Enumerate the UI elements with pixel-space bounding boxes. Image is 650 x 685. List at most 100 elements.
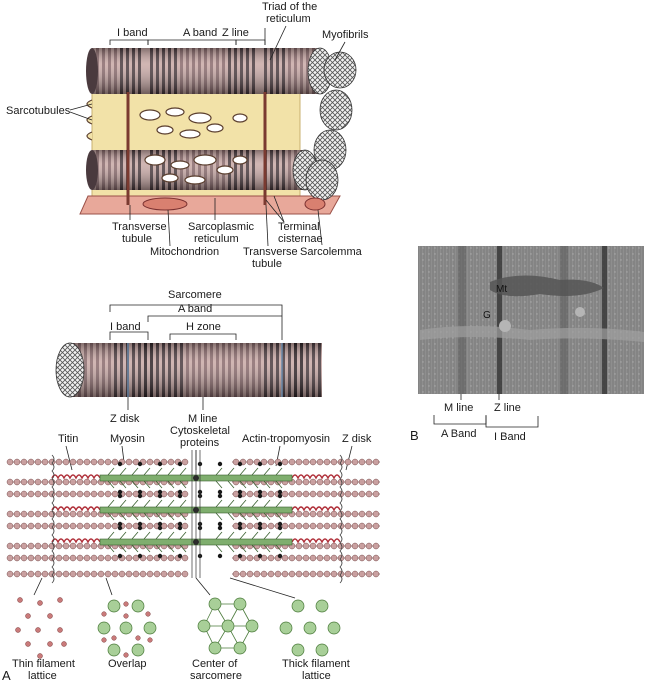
label-transverse-b2: tubule <box>252 258 282 270</box>
myofibril-cross-section <box>305 159 339 201</box>
label-i-band-micro: I Band <box>494 431 526 443</box>
label-thin-1: Thin filament <box>12 658 75 670</box>
label-sarcolemma: Sarcolemma <box>300 246 363 258</box>
sarcomere-cylinder-body <box>55 342 322 398</box>
thick-filament-dot <box>119 621 133 635</box>
label-center-1: Center of <box>192 658 238 670</box>
filament-schematic <box>6 450 380 584</box>
label-mitochondrion: Mitochondrion <box>150 246 219 258</box>
thin-filament-dot <box>57 597 63 603</box>
thin-filament-dot <box>123 652 129 658</box>
titin-spring <box>51 474 101 480</box>
label-thick-1: Thick filament <box>282 658 350 670</box>
thick-filament-dot <box>197 619 211 633</box>
label-terminal-2: cisternae <box>278 233 323 245</box>
thick-filament-dot <box>208 597 222 611</box>
overlap-lattice <box>97 599 157 658</box>
actin-filament <box>6 554 380 562</box>
label-a-band-micro: A Band <box>441 428 476 440</box>
label-m-line: M line <box>188 413 217 425</box>
thick-filament-dot <box>303 621 317 635</box>
thin-filament-dot <box>101 611 107 617</box>
label-cyto-1: Cytoskeletal <box>170 425 230 437</box>
label-g: G <box>483 310 491 321</box>
myofibril-top <box>86 47 333 95</box>
label-z-disk-mid: Z disk <box>110 413 140 425</box>
label-terminal-1: Terminal <box>278 221 320 233</box>
thin-filament-dot <box>123 601 129 607</box>
label-transverse-2: tubule <box>122 233 152 245</box>
label-z-line-micro: Z line <box>494 402 521 414</box>
lattice-cross-sections <box>15 597 341 659</box>
thin-filament-dot <box>135 635 141 641</box>
z-disk-wave <box>51 454 55 584</box>
thin-filament-dot <box>61 641 67 647</box>
label-transverse-b1: Transverse <box>243 246 298 258</box>
label-overlap: Overlap <box>108 658 147 670</box>
thick-filament-dot <box>143 621 157 635</box>
titin-spring <box>291 506 341 512</box>
thin-filament-dot <box>147 637 153 643</box>
thin-filament-dot <box>37 600 43 606</box>
center-lattice <box>197 597 259 655</box>
actin-filament <box>6 570 380 578</box>
sarcomere-cylinder <box>55 342 322 398</box>
sarcotubule-loop <box>86 115 93 125</box>
thick-filament-dot <box>97 621 111 635</box>
thick-filament-dot <box>315 599 329 613</box>
actin-filament <box>6 458 380 466</box>
label-thin-2: lattice <box>28 670 57 682</box>
thick-filament-dot <box>221 619 235 633</box>
label-triad-2: reticulum <box>266 13 311 25</box>
electron-micrograph <box>418 246 644 394</box>
label-cyto-2: proteins <box>180 437 220 449</box>
thin-filament-dot <box>111 635 117 641</box>
thin-filament-lattice <box>15 597 67 659</box>
label-sarcoplasmic-2: reticulum <box>194 233 239 245</box>
thin-filament-dot <box>47 613 53 619</box>
cylinder-end-face <box>55 342 85 398</box>
thick-filament-dot <box>107 599 121 613</box>
label-sarcomere: Sarcomere <box>168 289 222 301</box>
thick-filament-dot <box>233 641 247 655</box>
thick-filament-dot <box>131 643 145 657</box>
myofibril-cross-section <box>319 89 353 131</box>
titin-spring <box>51 538 101 544</box>
myofiber-block <box>79 47 357 215</box>
thick-filament-dot <box>233 597 247 611</box>
mitochondrion-shape <box>142 197 188 211</box>
thin-filament-dot <box>17 597 23 603</box>
label-transverse-1: Transverse <box>112 221 167 233</box>
thick-filament-dot <box>279 621 293 635</box>
titin-spring <box>51 506 101 512</box>
thin-filament-dot <box>25 641 31 647</box>
sarcolemma-sheet <box>79 195 341 215</box>
label-myosin: Myosin <box>110 433 145 445</box>
thin-filament-dot <box>57 627 63 633</box>
label-i-band-top: I band <box>117 27 148 39</box>
label-m-line-micro: M line <box>444 402 473 414</box>
panel-label-a: A <box>2 668 11 683</box>
thick-filament-dot <box>107 643 121 657</box>
label-z-line-top: Z line <box>222 27 249 39</box>
titin-spring <box>291 538 341 544</box>
thick-filament-lattice <box>279 599 341 657</box>
label-sarcoplasmic-1: Sarcoplasmic <box>188 221 255 233</box>
label-i-band-mid: I band <box>110 321 141 333</box>
label-a-band-top: A band <box>183 27 217 39</box>
label-h-zone: H zone <box>186 321 221 333</box>
z-disk-wave <box>339 454 343 584</box>
thick-filament-dot <box>327 621 341 635</box>
thin-filament-dot <box>25 613 31 619</box>
myofibril-cross-section <box>323 51 357 89</box>
label-thick-2: lattice <box>302 670 331 682</box>
sarcotubule-loop <box>86 99 93 109</box>
thin-filament-dot <box>145 611 151 617</box>
label-actin: Actin-tropomyosin <box>242 433 330 445</box>
titin-spring <box>291 474 341 480</box>
actin-filament <box>6 490 380 498</box>
thick-filament-dot <box>245 619 259 633</box>
thick-filament-dot <box>315 643 329 657</box>
label-a-band-mid: A band <box>178 303 212 315</box>
